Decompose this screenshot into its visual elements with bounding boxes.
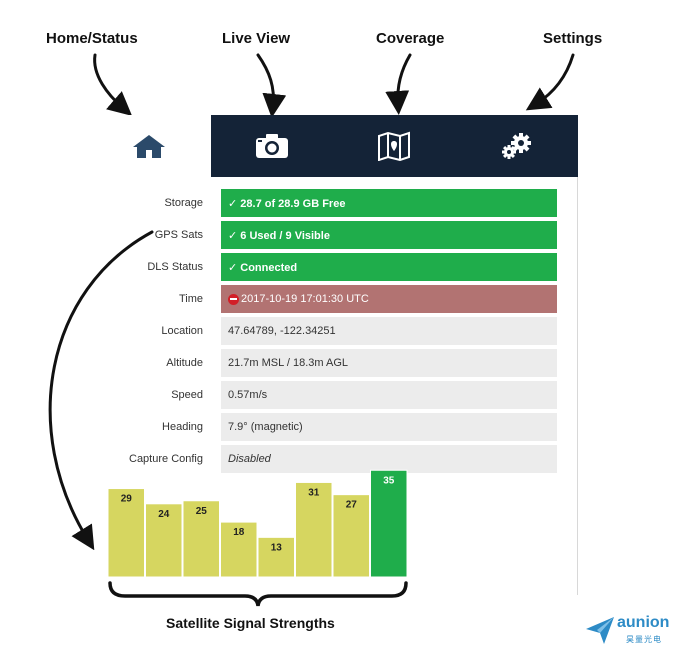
value-time: 2017-10-19 17:01:30 UTC xyxy=(221,285,557,313)
label-gps-sats: GPS Sats xyxy=(154,229,203,241)
value-location: 47.64789, -122.34251 xyxy=(221,317,557,345)
chart-title: Satellite Signal Strengths xyxy=(166,615,335,631)
value-time-text: 2017-10-19 17:01:30 UTC xyxy=(241,293,369,305)
paper-plane-icon xyxy=(586,617,614,644)
row-storage: Storage ✓ 28.7 of 28.9 GB Free xyxy=(88,187,578,219)
value-storage: ✓ 28.7 of 28.9 GB Free xyxy=(221,189,557,217)
value-heading: 7.9° (magnetic) xyxy=(221,413,557,441)
row-time: Time 2017-10-19 17:01:30 UTC xyxy=(88,283,578,315)
callout-settings: Settings xyxy=(543,30,603,47)
error-icon xyxy=(228,293,239,305)
callout-home-status: Home/Status xyxy=(46,30,138,47)
tab-coverage[interactable] xyxy=(333,115,456,177)
label-location: Location xyxy=(161,325,203,337)
value-capture-config: Disabled xyxy=(221,445,557,473)
arrow-live xyxy=(256,53,287,118)
value-gps-sats: ✓ 6 Used / 9 Visible xyxy=(221,221,557,249)
row-location: Location 47.64789, -122.34251 xyxy=(88,315,578,347)
row-dls-status: DLS Status ✓ Connected xyxy=(88,251,578,283)
tab-settings[interactable] xyxy=(455,115,578,177)
tab-home-status[interactable] xyxy=(88,115,211,177)
tab-live-view[interactable] xyxy=(210,115,333,177)
camera-icon xyxy=(255,134,288,158)
value-altitude: 21.7m MSL / 18.3m AGL xyxy=(221,349,557,377)
house-icon xyxy=(133,135,166,158)
status-panel: Storage ✓ 28.7 of 28.9 GB Free GPS Sats … xyxy=(88,115,578,595)
value-speed: 0.57m/s xyxy=(221,381,557,409)
arrow-home xyxy=(93,53,133,116)
value-dls-status: ✓ Connected xyxy=(221,253,557,281)
row-gps-sats: GPS Sats ✓ 6 Used / 9 Visible xyxy=(88,219,578,251)
label-heading: Heading xyxy=(162,421,203,433)
nav-bar xyxy=(88,115,578,177)
brand-logo: aunion 昊量光电 xyxy=(585,612,687,648)
label-storage: Storage xyxy=(164,197,203,209)
label-altitude: Altitude xyxy=(166,357,203,369)
map-icon xyxy=(378,131,411,161)
label-capture-config: Capture Config xyxy=(129,453,203,465)
label-speed: Speed xyxy=(171,389,203,401)
callout-coverage: Coverage xyxy=(376,30,445,47)
gears-icon xyxy=(501,133,531,159)
label-dls-status: DLS Status xyxy=(147,261,203,273)
logo-text: aunion xyxy=(617,614,670,631)
arrow-coverage xyxy=(385,53,412,115)
arrow-settings xyxy=(525,53,575,111)
row-heading: Heading 7.9° (magnetic) xyxy=(88,411,578,443)
callout-live-view: Live View xyxy=(222,30,291,47)
status-list: Storage ✓ 28.7 of 28.9 GB Free GPS Sats … xyxy=(88,187,578,475)
row-altitude: Altitude 21.7m MSL / 18.3m AGL xyxy=(88,347,578,379)
row-speed: Speed 0.57m/s xyxy=(88,379,578,411)
row-capture-config: Capture Config Disabled xyxy=(88,443,578,475)
logo-subtext: 昊量光电 xyxy=(626,635,662,644)
label-time: Time xyxy=(178,293,203,305)
